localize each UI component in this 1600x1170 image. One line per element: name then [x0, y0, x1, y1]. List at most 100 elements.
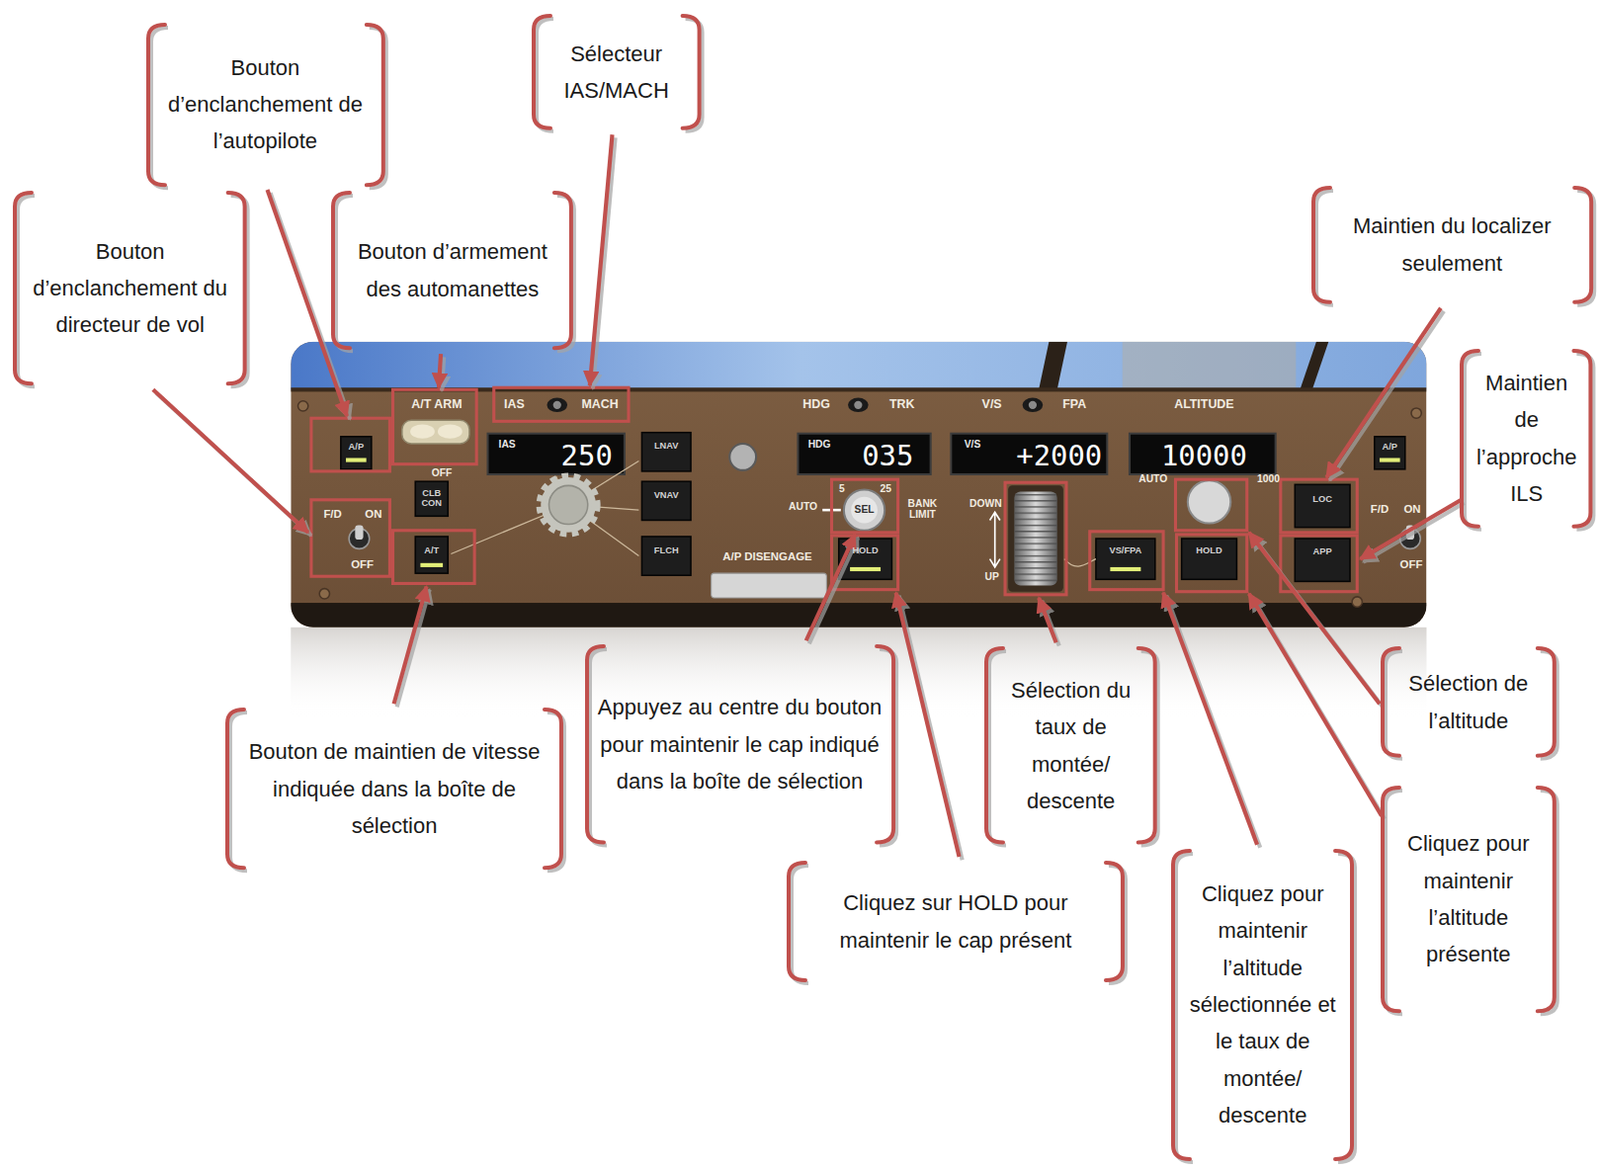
selector-toggle — [546, 398, 568, 413]
selector-toggle — [853, 401, 862, 410]
vertical-speed-wheel — [1013, 492, 1057, 587]
callout-bracket — [1308, 183, 1597, 307]
display-readout: 035 — [861, 440, 914, 471]
push-button — [415, 481, 448, 516]
leader-arrow — [1249, 532, 1380, 704]
bracket-shadow — [536, 18, 554, 132]
callout-bracket — [528, 11, 705, 133]
bracket-shadow — [1385, 651, 1403, 759]
callout-label: Bouton d’enclanchement du directeur de v… — [9, 188, 251, 388]
push-button — [1095, 538, 1156, 580]
panel-marking: A/T ARM — [411, 398, 462, 412]
bracket-line — [1382, 787, 1400, 1011]
panel-marking: IAS — [499, 439, 516, 451]
highlight-box — [1280, 479, 1357, 533]
lcd-window — [488, 433, 1276, 475]
callout-text: Sélection de l’altitude — [1393, 665, 1544, 740]
bracket-shadow — [791, 865, 809, 984]
callout-label: Bouton d’armement des automanettes — [328, 188, 577, 352]
selector-toggle — [847, 398, 869, 413]
leader-arrow — [1038, 597, 1057, 643]
panel-screw — [297, 401, 1422, 608]
vertical-speed-wheel — [990, 511, 1001, 568]
callout-text: Maintien du localizer seulement — [1324, 207, 1581, 282]
disengage-bar — [711, 573, 828, 598]
panel-marking: 25 — [879, 484, 891, 496]
panel-marking: DOWN — [969, 499, 1003, 510]
panel-marking: A/P — [1382, 442, 1399, 453]
panel-marking: HOLD — [851, 547, 878, 558]
display-readout: 250 — [561, 440, 613, 471]
selector-toggle — [553, 401, 562, 410]
altitude-knob — [1187, 480, 1231, 523]
round-button — [729, 443, 757, 471]
push-button — [1374, 436, 1406, 470]
leader-arrow — [153, 389, 309, 533]
selector-toggle — [546, 398, 1043, 413]
highlight-box — [311, 387, 1357, 595]
autothrottle-arm-switch — [402, 420, 470, 444]
panel-marking: TRK — [889, 398, 915, 412]
panel-marking: 5 — [839, 484, 845, 496]
push-button — [1294, 538, 1350, 582]
button-light — [345, 457, 1401, 572]
flight-director-switch — [354, 525, 363, 540]
bracket-shadow — [336, 195, 353, 351]
panel-marking: IAS — [504, 398, 525, 412]
speed-knob — [450, 461, 639, 557]
bracket-line — [554, 192, 572, 348]
panel-body — [1299, 341, 1329, 391]
panel-screw — [1411, 408, 1422, 419]
panel-marking: HOLD — [1195, 547, 1222, 558]
highlight-box — [1005, 482, 1067, 595]
panel-marking: A/P DISENGAGE — [722, 551, 812, 564]
highlight-box — [1280, 535, 1357, 592]
altitude-knob — [1187, 480, 1231, 523]
highlight-box — [393, 389, 478, 464]
display-readout: 10000 — [1161, 440, 1248, 471]
leader-arrow — [589, 134, 613, 386]
callout-text: Maintien de l’approche ILS — [1472, 364, 1580, 513]
bracket-line — [148, 24, 166, 185]
leader-arrow — [1249, 593, 1382, 817]
callout-text: Sélection du taux de montée/ descente — [997, 672, 1145, 821]
bracket-line — [986, 648, 1004, 843]
panel-marking: AUTO — [1138, 474, 1168, 486]
speed-knob — [540, 477, 596, 533]
bracket-shadow — [230, 712, 248, 871]
bracket-line — [1335, 850, 1352, 1160]
leader-shadow — [899, 595, 963, 860]
bracket-line — [1574, 350, 1592, 527]
highlight-box — [1090, 531, 1164, 590]
round-button — [729, 443, 757, 471]
callout-bracket — [328, 188, 577, 352]
highlight-box — [393, 530, 476, 585]
autothrottle-arm-switch — [437, 423, 463, 438]
bracket-line — [1105, 862, 1123, 981]
bracket-shadow — [1385, 790, 1403, 1014]
leader-arrow — [438, 353, 441, 388]
highlight-box — [832, 479, 899, 533]
callout-label: Bouton d’enclanchement de l’autopilote — [143, 20, 389, 189]
leader-shadow — [397, 589, 430, 708]
bracket-shadow — [1316, 190, 1334, 306]
panel-marking: MACH — [582, 398, 619, 412]
panel-screw — [297, 401, 308, 412]
panel-marking: V/S — [982, 398, 1003, 412]
panel-marking: A/T — [423, 547, 439, 558]
panel-screw — [319, 589, 330, 599]
panel-marking: FPA — [1062, 398, 1087, 412]
bracket-shadow — [1464, 353, 1482, 530]
callout-bracket — [1377, 644, 1560, 760]
callout-label: Sélection de l’altitude — [1377, 644, 1560, 760]
panel-marking: ON — [1403, 504, 1421, 516]
bracket-line — [1382, 648, 1400, 757]
panel-marking: 1000 — [1257, 474, 1280, 486]
autothrottle-arm-switch — [402, 420, 470, 444]
panel-body — [290, 341, 1427, 391]
callout-label: Sélecteur IAS/MACH — [528, 11, 705, 133]
push-button — [1294, 484, 1350, 527]
selector-toggle — [1022, 398, 1044, 413]
callout-text: Cliquez pour maintenir l’altitude sélect… — [1183, 875, 1342, 1135]
callout-label: Bouton de maintien de vitesse indiquée d… — [222, 705, 567, 872]
